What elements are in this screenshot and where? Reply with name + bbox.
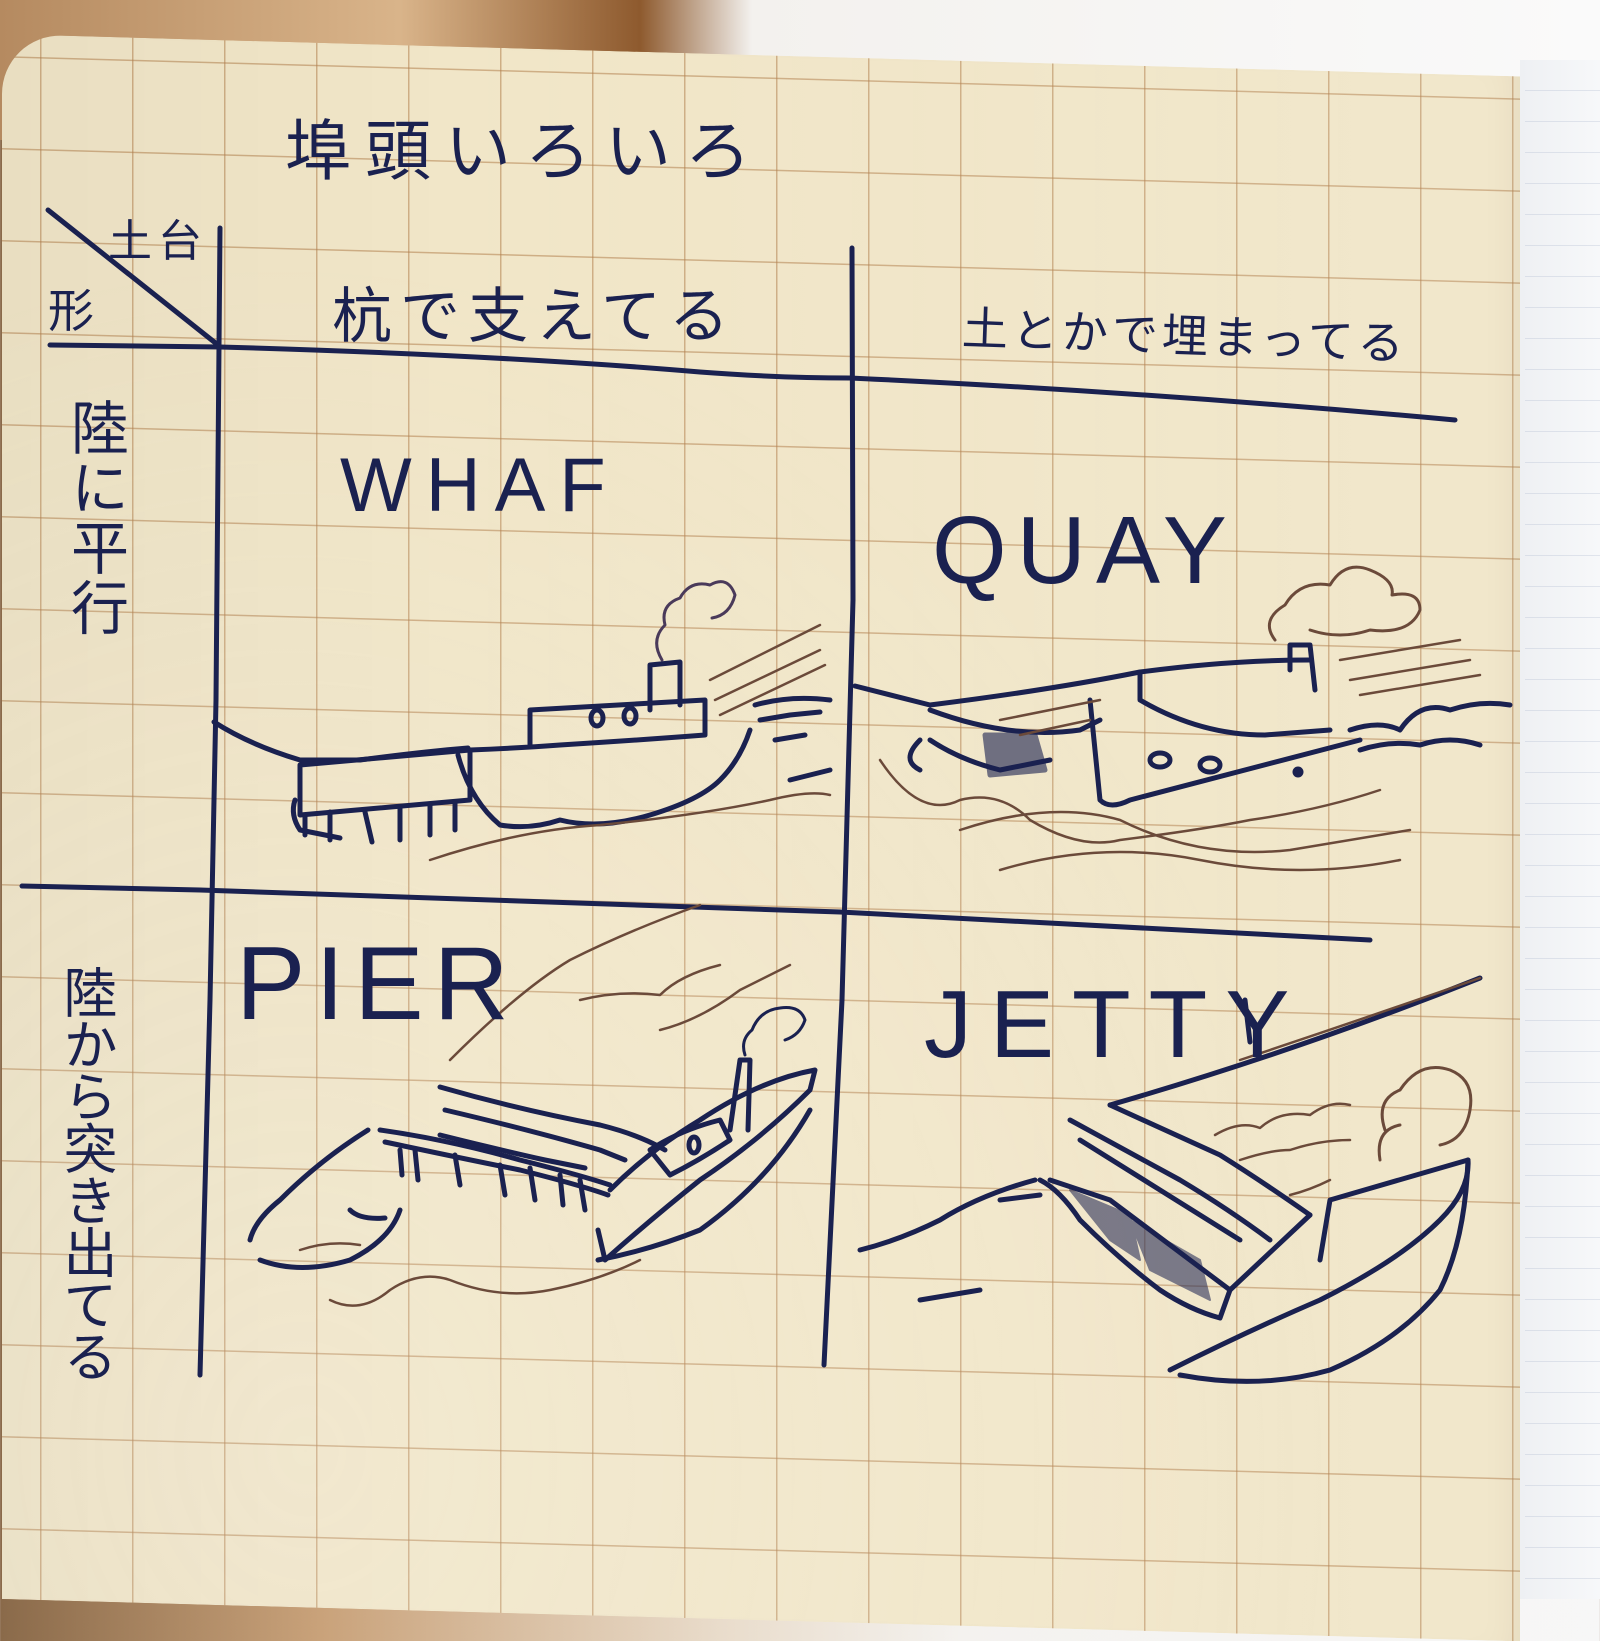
graph-paper-page [2,34,1520,1641]
corner-header-foundation: 土台 [108,216,208,267]
cell-label-jetty: JETTY [924,971,1308,1078]
row-header-protruding: 陸から突き出てる [54,965,117,1381]
corner-header-shape: 形 [48,284,100,338]
note-title: 埠頭いろいろ [285,113,765,190]
cell-label-quay: QUAY [932,497,1237,604]
column-header-piles: 杭で支えてる [332,282,737,352]
next-page-edge [1520,60,1600,1599]
cell-label-pier: PIER [236,926,519,1042]
cell-label-whaf: WHAF [340,443,620,528]
row-header-parallel: 陸に平行 [61,398,129,638]
next-page-lines [1525,60,1600,1599]
